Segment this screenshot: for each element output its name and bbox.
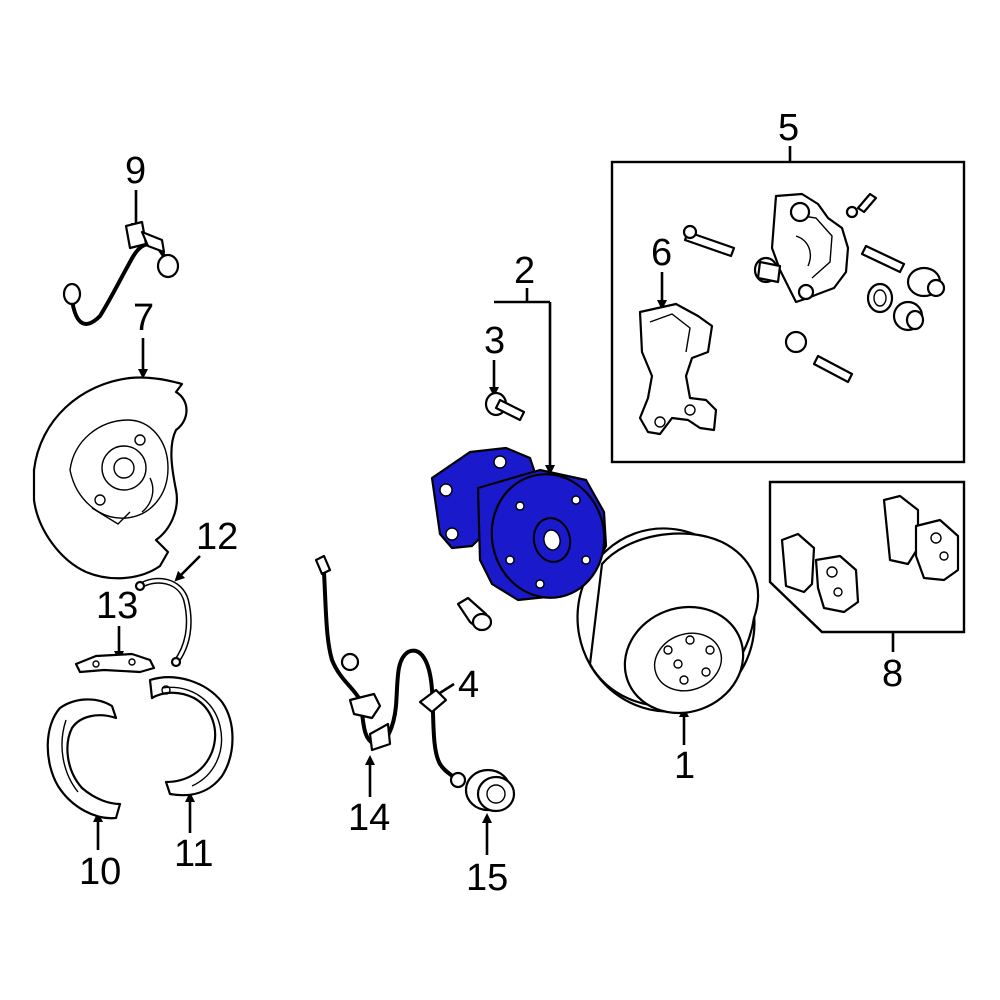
caliper-bolts (682, 192, 906, 384)
callout-15: 15 (466, 857, 508, 899)
callout-5: 5 (778, 107, 799, 149)
caliper-seals (753, 256, 946, 354)
callout-8: 8 (882, 653, 903, 695)
callout-12: 12 (196, 516, 238, 558)
callout-4: 4 (458, 664, 479, 706)
callout-14: 14 (348, 797, 390, 839)
callout-11: 11 (174, 833, 213, 875)
callout-7: 7 (133, 297, 154, 339)
callout-1: 1 (674, 745, 695, 787)
callout-3: 3 (484, 320, 505, 362)
parking-brake-shoe-front (46, 698, 122, 820)
abs-sensor-harness (314, 554, 467, 789)
caliper-kit-box (610, 160, 966, 464)
callout-10: 10 (79, 851, 121, 893)
brake-hose (62, 220, 180, 326)
sensor-bolt (456, 596, 493, 632)
backing-plate (32, 376, 188, 580)
caliper-bracket (638, 302, 718, 436)
shoe-return-spring (134, 577, 192, 668)
callout-2: 2 (514, 250, 535, 292)
parking-brake-strut (74, 652, 156, 674)
brake-rotor (576, 527, 760, 715)
callout-13: 13 (96, 585, 138, 627)
brake-pad-box (768, 480, 966, 634)
brake-pads (780, 494, 960, 614)
leader-lines (93, 146, 895, 855)
caliper-body (770, 192, 850, 304)
parking-brake-shoe-rear (148, 676, 234, 797)
hub-bearing-assembly (430, 446, 608, 602)
callout-6: 6 (651, 232, 672, 274)
abs-sensor-ring (464, 768, 516, 813)
hub-bolt (484, 391, 526, 422)
callout-9: 9 (125, 150, 146, 192)
